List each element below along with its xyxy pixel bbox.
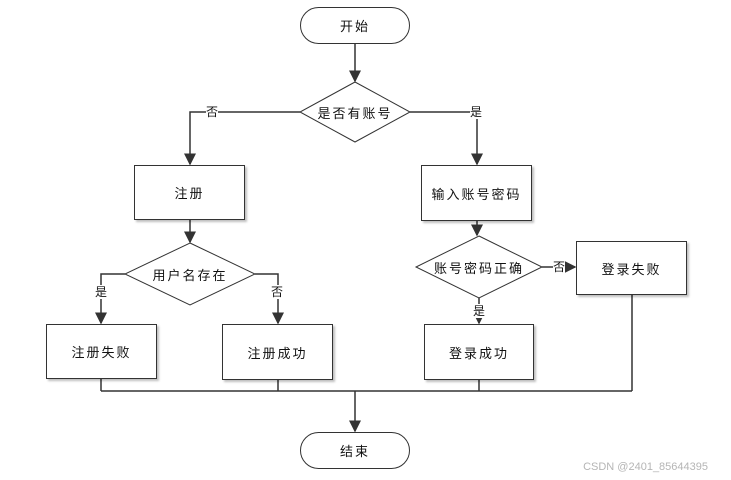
edge-label-yes-right: 是 — [470, 105, 483, 119]
decision-has-account: 是否有账号 — [300, 97, 410, 127]
register-failed-node: 注册失败 — [46, 324, 157, 379]
edge-no-to-register — [184, 111, 300, 166]
register-label: 注册 — [174, 187, 205, 202]
edge-yes-to-enter — [410, 111, 483, 166]
edge-label-yes-user-exists: 是 — [95, 285, 108, 299]
end-node: 结束 — [300, 432, 410, 469]
start-node: 开始 — [300, 7, 410, 44]
register-failed-label: 注册失败 — [71, 346, 132, 361]
decision-user-exists-label: 用户名存在 — [152, 268, 228, 284]
edge-label-no-credentials: 否 — [553, 260, 566, 274]
decision-user-exists: 用户名存在 — [125, 259, 255, 289]
start-label: 开始 — [339, 20, 370, 35]
end-label: 结束 — [339, 445, 370, 460]
edge-exists-no — [255, 273, 284, 325]
watermark: CSDN @2401_85644395 — [583, 461, 708, 473]
enter-credentials-label: 输入账号密码 — [431, 187, 522, 203]
login-failed-label: 登录失败 — [601, 262, 662, 278]
edge-label-no-left: 否 — [206, 105, 219, 119]
edge-exists-yes — [95, 273, 125, 325]
decision-credentials-correct-label: 账号密码正确 — [433, 261, 524, 277]
register-success-label: 注册成功 — [247, 346, 308, 362]
decision-has-account-label: 是否有账号 — [317, 106, 393, 122]
enter-credentials-node: 输入账号密码 — [421, 165, 532, 221]
register-success-node: 注册成功 — [222, 324, 333, 380]
decision-credentials-correct: 账号密码正确 — [416, 252, 542, 282]
edge-label-yes-credentials: 是 — [473, 304, 486, 318]
register-node: 注册 — [134, 165, 245, 220]
login-failed-node: 登录失败 — [576, 241, 687, 295]
decision-has-account-shape — [298, 81, 412, 143]
login-success-node: 登录成功 — [424, 324, 534, 380]
login-success-label: 登录成功 — [448, 346, 509, 362]
decision-user-exists-shape — [123, 242, 257, 306]
edge-label-no-user-exists: 否 — [271, 285, 284, 299]
